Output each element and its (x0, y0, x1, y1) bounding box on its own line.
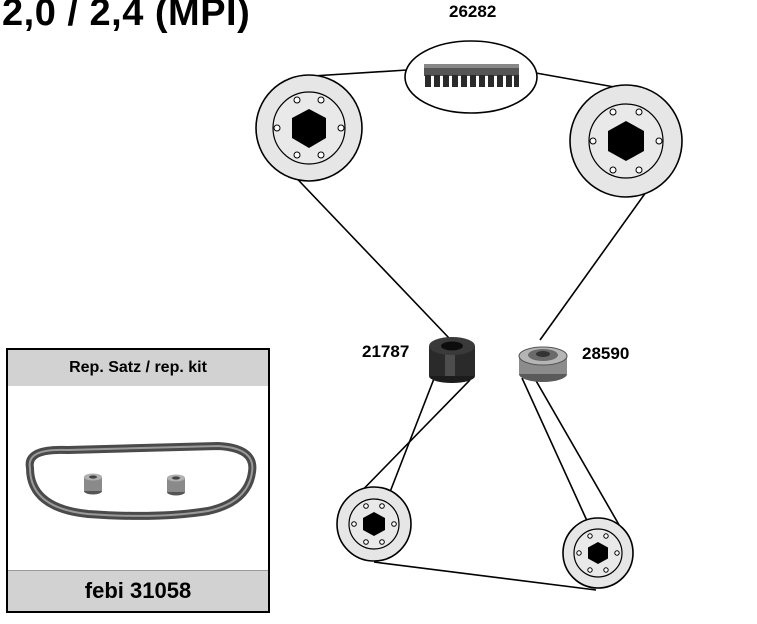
timing-belt-kit-icon (25, 441, 257, 520)
camshaft-pulley-right-icon (569, 84, 683, 198)
idler-pulley-icon (429, 337, 475, 383)
timing-belt-segment-icon (424, 64, 519, 87)
tensioner-pulley-icon (518, 346, 568, 382)
kit-image (8, 386, 268, 572)
camshaft-pulley-left-icon (255, 74, 363, 182)
idler-part-number: 21787 (362, 342, 410, 361)
crankshaft-pulley-icon (336, 486, 412, 562)
belt-part-number: 26282 (449, 2, 497, 21)
kit-header: Rep. Satz / rep. kit (8, 350, 268, 387)
page-title: 2,0 / 2,4 (MPI) (2, 0, 251, 34)
repair-kit-panel: Rep. Satz / rep. kit febi 31058 (6, 348, 270, 613)
auxiliary-pulley-icon (562, 517, 634, 589)
belt-callout (404, 40, 538, 114)
kit-part-number: febi 31058 (8, 570, 268, 611)
tensioner-part-number: 28590 (582, 344, 630, 363)
